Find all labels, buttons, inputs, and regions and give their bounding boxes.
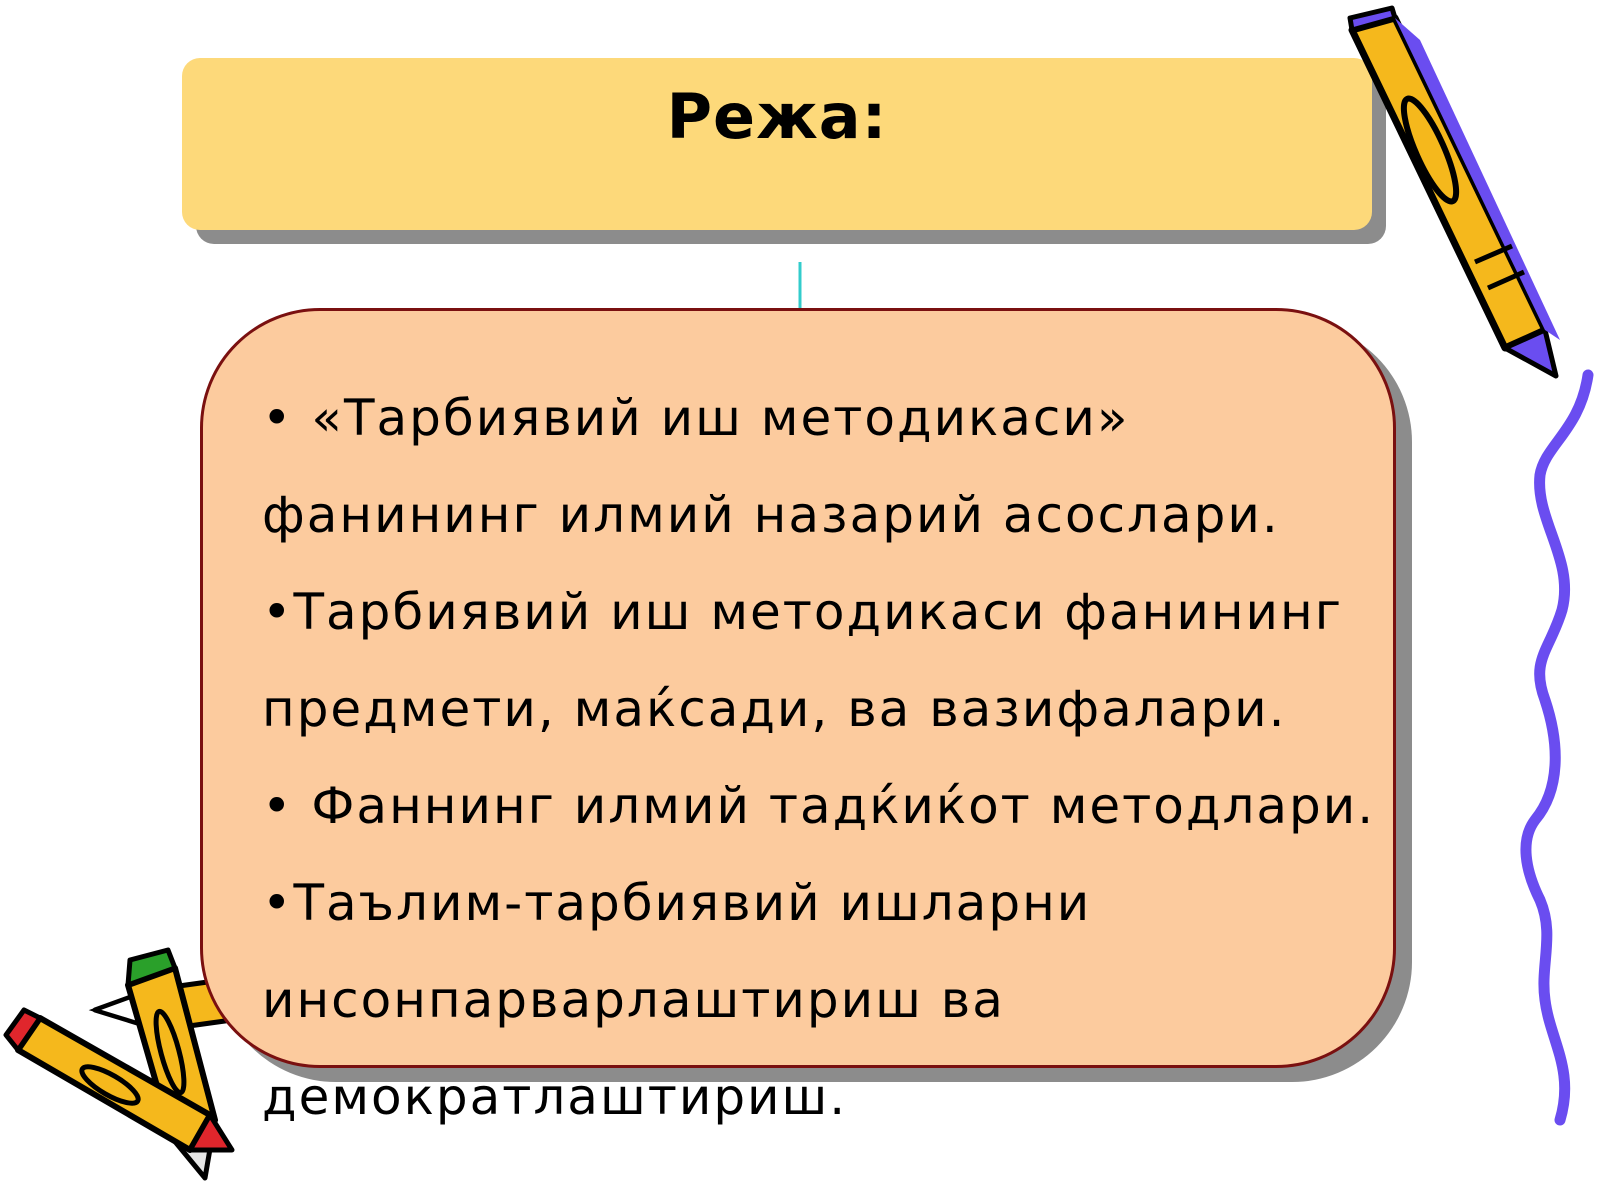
content-bullet-list: • «Тарбиявий иш методикаси» фанининг илм… <box>262 370 1412 1146</box>
title-box: Режа: <box>182 58 1372 230</box>
bullet-item: •Таълим-тарбиявий ишларни инсонпарварлаш… <box>262 874 1092 1126</box>
slide-title: Режа: <box>666 80 888 153</box>
content-box <box>200 308 1396 1068</box>
bullet-item: •Тарбиявий иш методикаси фанининг предме… <box>262 583 1344 738</box>
bullet-item: • «Тарбиявий иш методикаси» фанининг илм… <box>262 389 1280 544</box>
bullet-item: • Фаннинг илмий тадќиќот методлари. <box>262 777 1376 835</box>
